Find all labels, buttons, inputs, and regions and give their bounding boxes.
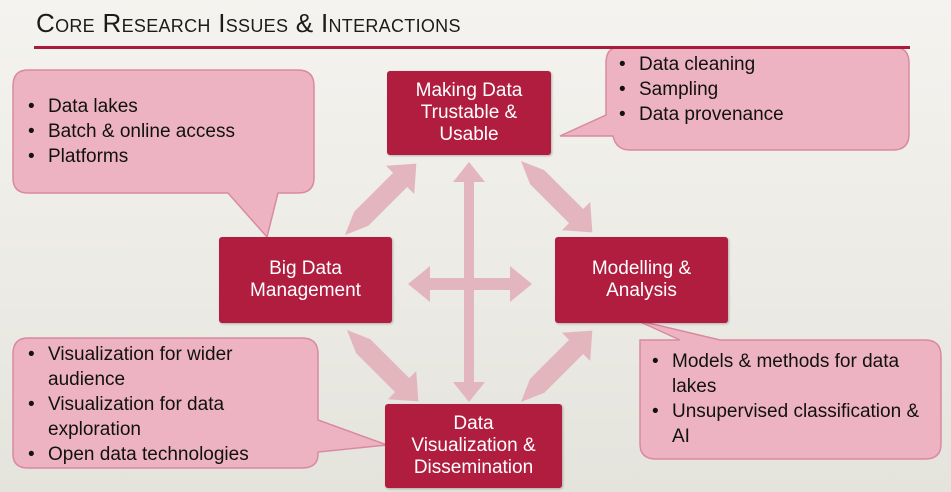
list-item: Models & methods for data lakes [652, 349, 940, 399]
callout-top-right: Data cleaning Sampling Data provenance [617, 52, 903, 127]
node-modelling-analysis: Modelling & Analysis [555, 237, 728, 323]
list-item: Data provenance [619, 102, 903, 127]
list-item: Batch & online access [28, 119, 306, 144]
list-item: Visualization for data exploration [28, 392, 288, 442]
title-rule [34, 46, 910, 49]
arrow-bottom-right-icon [520, 330, 593, 403]
node-visualization-label: Data Visualization & Dissemination [411, 413, 536, 478]
arrow-top-left-icon [344, 163, 417, 236]
callout-bottom-left: Visualization for wider audience Visuali… [26, 342, 288, 467]
list-item: Visualization for wider audience [28, 342, 288, 392]
node-big-data-label: Big Data Management [250, 258, 361, 301]
arrows-group [344, 160, 593, 403]
node-big-data-management: Big Data Management [219, 237, 392, 323]
slide-title: Core Research Issues & Interactions [36, 8, 461, 38]
list-item: Open data technologies [28, 442, 288, 467]
arrow-top-right-icon [520, 160, 593, 233]
list-item: Unsupervised classification & AI [652, 399, 940, 449]
list-item: Data cleaning [619, 52, 903, 77]
arrow-bottom-left-icon [346, 329, 419, 402]
list-item: Data lakes [28, 94, 306, 119]
list-item: Sampling [619, 77, 903, 102]
node-making-data-label: Making Data Trustable & Usable [415, 80, 523, 145]
node-data-visualization: Data Visualization & Dissemination [385, 404, 562, 488]
list-item: Platforms [28, 144, 306, 169]
node-modelling-label: Modelling & Analysis [591, 258, 692, 301]
horizontal-double-arrow-icon [408, 266, 532, 302]
callout-top-left: Data lakes Batch & online access Platfor… [26, 94, 306, 169]
node-making-data-trustable: Making Data Trustable & Usable [387, 71, 551, 155]
callout-bottom-right: Models & methods for data lakes Unsuperv… [650, 349, 940, 449]
